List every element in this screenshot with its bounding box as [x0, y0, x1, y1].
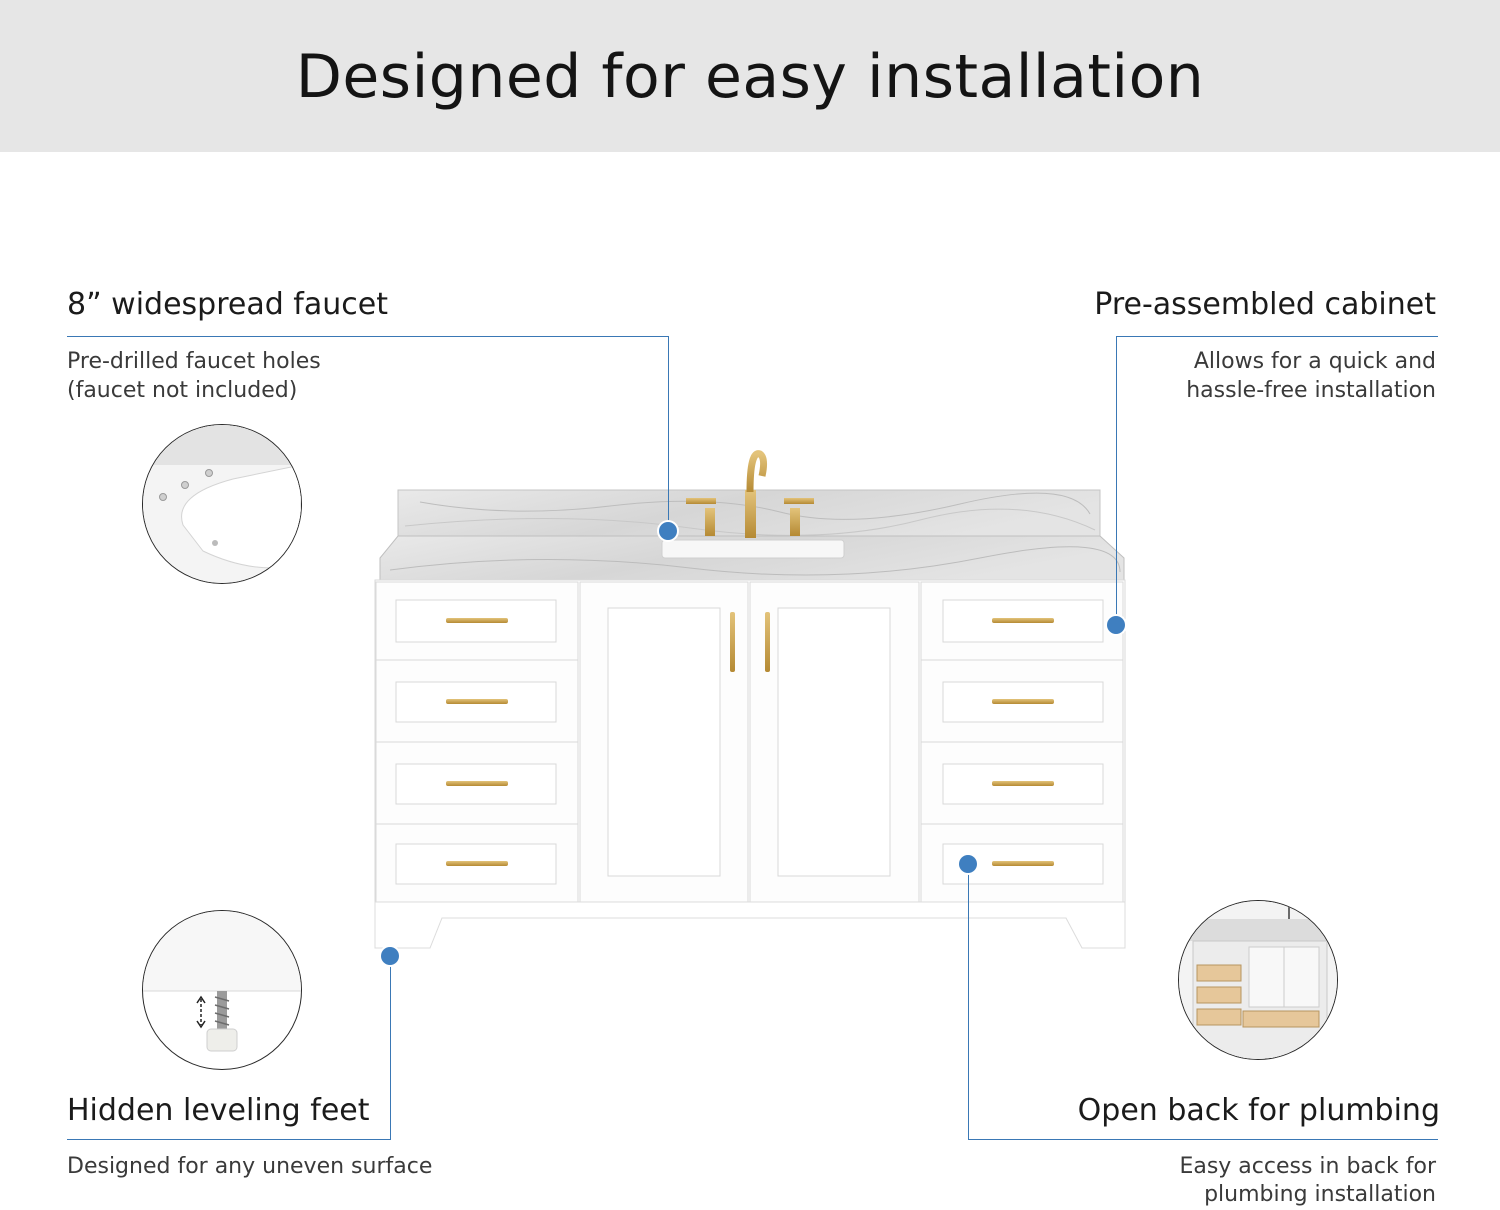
feet-feature-title: Hidden leveling feet — [67, 1093, 370, 1128]
feet-feature-desc-line1: Designed for any uneven surface — [67, 1154, 433, 1179]
faucet-connector-horizontal — [67, 336, 669, 337]
plumbing-feature-title: Open back for plumbing — [1077, 1093, 1440, 1128]
cabinet-feature-title: Pre-assembled cabinet — [1094, 287, 1436, 322]
plumbing-feature-desc-line2: plumbing installation — [1204, 1182, 1436, 1207]
plumbing-connector-horizontal — [968, 1139, 1438, 1140]
toe-kick — [374, 901, 1126, 949]
faucet-connector-vertical — [668, 336, 669, 532]
feet-connector-horizontal — [67, 1139, 391, 1140]
feet-marker-dot — [381, 947, 399, 965]
leveling-foot-icon — [142, 910, 302, 1070]
faucet-feature-title: 8” widespread faucet — [67, 287, 388, 322]
plumbing-feature-desc-line1: Easy access in back for — [1179, 1154, 1436, 1179]
faucet-feature-desc-line2: (faucet not included) — [67, 378, 298, 403]
feet-connector-vertical — [390, 956, 391, 1140]
cabinet-connector-vertical — [1116, 336, 1117, 625]
page-title: Designed for easy installation — [295, 42, 1205, 112]
plumbing-connector-vertical — [968, 864, 969, 1140]
cabinet-marker-dot — [1107, 616, 1125, 634]
header-banner: Designed for easy installation — [0, 0, 1500, 152]
cabinet-feature-desc-line2: hassle-free installation — [1186, 378, 1436, 403]
vanity-illustration — [374, 450, 1126, 949]
sink-detail-icon — [142, 424, 302, 584]
sink — [661, 539, 845, 559]
faucet-feature-desc-line1: Pre-drilled faucet holes — [67, 349, 321, 374]
faucet-marker-dot — [659, 522, 677, 540]
plumbing-marker-dot — [959, 855, 977, 873]
cabinet-connector-horizontal — [1116, 336, 1438, 337]
cabinet-feature-desc-line1: Allows for a quick and — [1193, 349, 1436, 374]
open-back-icon — [1178, 900, 1338, 1060]
